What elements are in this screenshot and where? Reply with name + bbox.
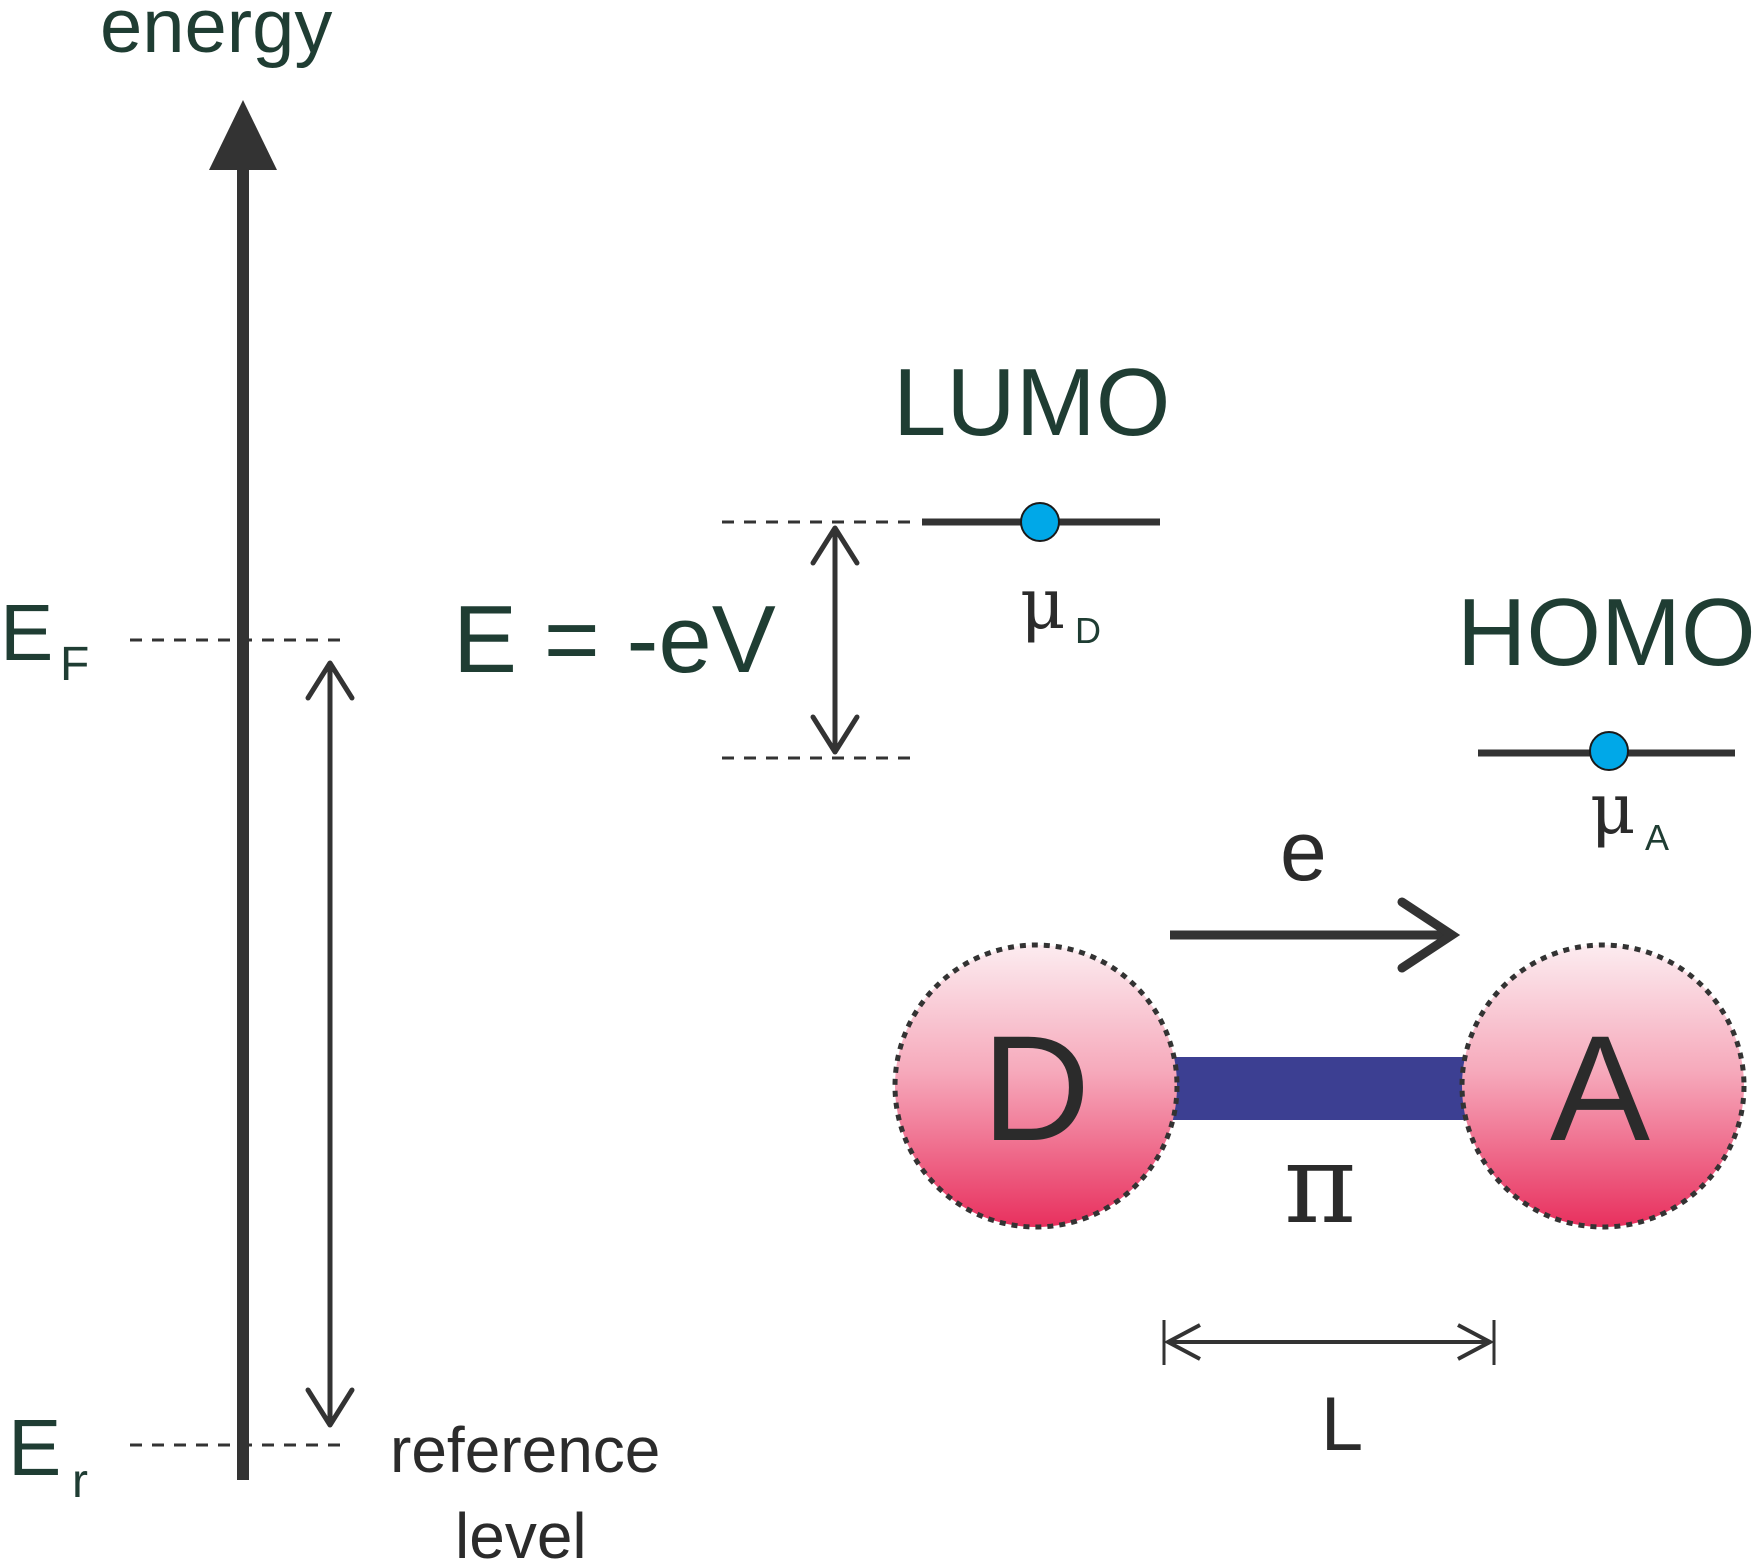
- energy-shift-arrow-head-bottom: [810, 714, 860, 755]
- energy-shift: E = -eV: [453, 520, 920, 760]
- reference-level-label-line2: level: [455, 1500, 587, 1564]
- fermi-level-symbol: E: [0, 588, 53, 677]
- energy-shift-arrow-head-top: [810, 525, 860, 566]
- length-dimension-arrow-left: [1163, 1323, 1201, 1361]
- homo-level: HOMO μ A: [1457, 579, 1756, 858]
- electron-transfer-arrow: e: [1170, 804, 1461, 973]
- homo-electron-dot: [1589, 731, 1629, 771]
- lumo-label: LUMO: [893, 349, 1170, 456]
- reference-level-symbol: E: [8, 1403, 61, 1492]
- energy-shift-label: E = -eV: [453, 586, 776, 693]
- length-label: L: [1321, 1382, 1363, 1467]
- energy-axis-arrowhead: [209, 100, 277, 170]
- fermi-to-reference-arrow-head-bottom: [305, 1387, 355, 1428]
- lumo-chemical-potential-symbol: μ: [1020, 563, 1066, 645]
- acceptor-label: A: [1550, 1004, 1650, 1172]
- reference-level-label-line1: reference: [390, 1414, 660, 1486]
- reference-level: E r reference level: [8, 1403, 660, 1564]
- electron-transfer-arrow-head: [1397, 897, 1461, 973]
- homo-chemical-potential-subscript: A: [1645, 817, 1669, 858]
- fermi-level-symbol-main: E: [0, 588, 53, 677]
- length-dimension-arrow-right: [1457, 1323, 1495, 1361]
- pi-bridge: [1172, 1057, 1472, 1120]
- energy-axis-label: energy: [100, 0, 332, 69]
- reference-level-subscript: r: [72, 1455, 88, 1508]
- energy-axis: energy: [100, 0, 332, 1480]
- donor-label: D: [982, 1004, 1090, 1172]
- length-dimension: L: [1162, 1320, 1496, 1467]
- homo-chemical-potential-symbol: μ: [1590, 768, 1636, 850]
- fermi-level: E F: [0, 588, 350, 691]
- pi-bridge-label: π: [1284, 1120, 1356, 1248]
- lumo-chemical-potential-subscript: D: [1075, 610, 1101, 651]
- fermi-to-reference-arrow-head-top: [305, 660, 355, 701]
- acceptor-sphere: [1459, 942, 1747, 1230]
- homo-label: HOMO: [1457, 579, 1756, 686]
- donor-sphere: [892, 942, 1180, 1230]
- fermi-level-subscript: F: [60, 638, 89, 691]
- fermi-to-reference-arrow: [305, 660, 355, 1428]
- electron-label: e: [1280, 804, 1327, 898]
- lumo-level: LUMO μ D: [893, 349, 1170, 651]
- lumo-electron-dot: [1020, 502, 1060, 542]
- molecule: D A π: [892, 942, 1747, 1248]
